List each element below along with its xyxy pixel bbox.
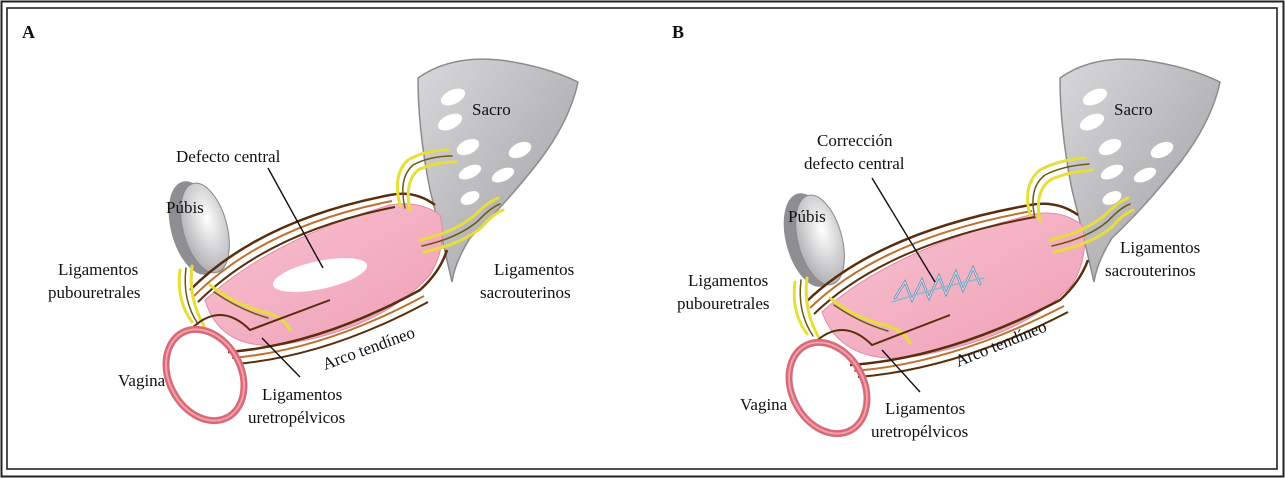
label-lig-pubo-1: Ligamentos [58, 260, 138, 279]
label-lig-sacro-2: sacrouterinos [1105, 261, 1196, 280]
label-lig-sacro-2: sacrouterinos [480, 283, 571, 302]
label-pubis: Púbis [166, 198, 204, 217]
label-lig-pubo-1: Ligamentos [688, 271, 768, 290]
label-lig-sacro-1: Ligamentos [1120, 238, 1200, 257]
pubis-shape [159, 175, 238, 280]
label-sacro: Sacro [1114, 100, 1153, 119]
pubis-shape [774, 187, 853, 292]
label-sacro: Sacro [472, 100, 511, 119]
label-vagina: Vagina [740, 395, 788, 414]
label-vagina: Vagina [118, 371, 166, 390]
label-correccion-1: Corrección [817, 131, 893, 150]
label-defecto: Defecto central [176, 147, 281, 166]
label-pubis: Púbis [788, 207, 826, 226]
label-lig-uretro-2: uretropélvicos [248, 408, 345, 427]
panel-letter: A [22, 22, 35, 42]
panel-b: B [672, 22, 1220, 447]
label-lig-pubo-2: pubouretrales [677, 294, 770, 313]
label-lig-pubo-2: pubouretrales [48, 283, 141, 302]
label-correccion-2: defecto central [804, 154, 905, 173]
label-lig-uretro-1: Ligamentos [262, 385, 342, 404]
label-lig-uretro-1: Ligamentos [885, 399, 965, 418]
label-lig-uretro-2: uretropélvicos [871, 422, 968, 441]
label-lig-sacro-1: Ligamentos [494, 260, 574, 279]
panel-letter: B [672, 22, 684, 42]
panel-a: A [22, 22, 578, 434]
